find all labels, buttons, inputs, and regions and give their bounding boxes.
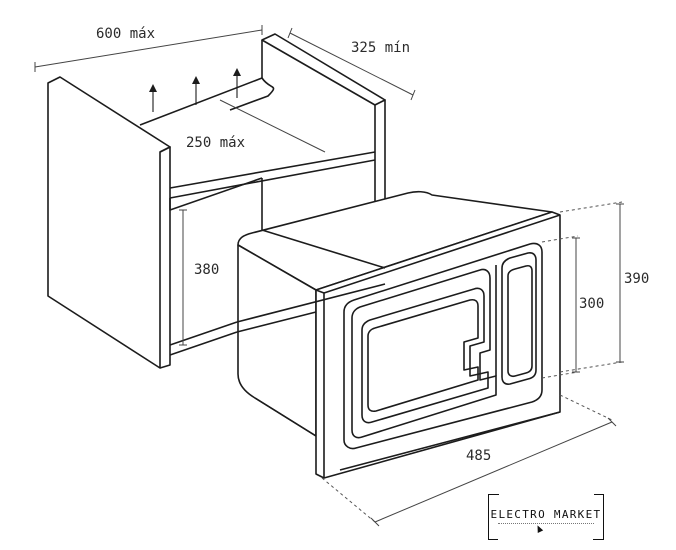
oven-width-label: 485 — [466, 448, 491, 464]
microwave-door-inner — [351, 268, 497, 439]
up-arrow-icon — [149, 84, 157, 112]
cabinet-inner-back-lower — [169, 177, 263, 211]
oven-height-total-label: 390 — [624, 271, 649, 287]
up-arrow-icon — [192, 76, 200, 105]
microwave-control-panel — [501, 252, 537, 385]
microwave-top — [237, 190, 553, 291]
dim-cabinet-width: 600 máx — [34, 25, 263, 72]
microwave-control-inner — [507, 264, 533, 378]
dim-oven-height-total: 390 — [559, 201, 649, 373]
oven-height-body-label: 300 — [579, 296, 604, 312]
logo-frame — [488, 494, 604, 540]
opening-height-line — [179, 209, 187, 346]
microwave-front-face — [343, 242, 543, 450]
cabinet-depth-label: 325 mín — [351, 40, 410, 56]
cabinet-floor — [169, 321, 238, 356]
logo-subline — [498, 523, 594, 527]
microwave-front-frame-edge — [315, 214, 561, 478]
cabinet-width-label: 600 máx — [96, 26, 155, 42]
microwave-bottom-edge — [254, 397, 561, 471]
microwave-window-inner — [367, 298, 479, 413]
dim-oven-width: 485 — [321, 394, 617, 527]
up-arrow-icon — [233, 68, 241, 98]
dim-oven-height-body: 300 — [541, 235, 604, 379]
dim-back-opening: 250 máx — [186, 99, 326, 153]
cabinet-front-rail — [236, 283, 386, 333]
microwave-window — [361, 287, 489, 424]
vent-arrows — [149, 68, 241, 112]
cabinet-left-front-edge — [159, 146, 171, 369]
electro-market-logo: ELECTRO MARKET — [488, 494, 604, 540]
cabinet-right-front-rail — [261, 229, 386, 269]
dim-cabinet-depth: 325 mín — [287, 27, 416, 101]
opening-height-label: 380 — [194, 262, 219, 278]
logo-text: ELECTRO MARKET — [490, 508, 602, 521]
cabinet-shelf-top — [169, 151, 376, 189]
cabinet-shelf-back — [139, 77, 275, 126]
cabinet-shelf-front — [169, 159, 376, 199]
cabinet — [47, 33, 386, 369]
back-opening-label: 250 máx — [186, 135, 245, 151]
microwave — [237, 190, 561, 479]
